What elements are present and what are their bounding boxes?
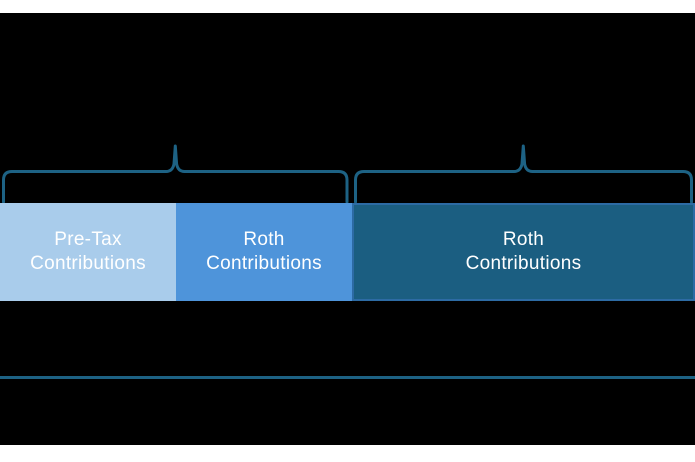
bar-label-line2: Contributions — [206, 253, 322, 274]
bar-label-line2: Contributions — [465, 253, 582, 274]
bar-roth-contributions-light: Roth Contributions — [176, 203, 352, 301]
bar-label-line2: Contributions — [30, 253, 146, 274]
bar-roth-contributions-dark: Roth Contributions — [352, 203, 695, 301]
bar-label-line1: Roth — [502, 229, 545, 250]
bar-label-line1: Pre-Tax — [54, 229, 122, 250]
baseline-rule — [0, 376, 695, 379]
contribution-segments: Pre-Tax Contributions Roth Contributions… — [0, 203, 695, 301]
bar-pretax-contributions: Pre-Tax Contributions — [0, 203, 176, 301]
bar-label-line1: Roth — [243, 229, 285, 250]
